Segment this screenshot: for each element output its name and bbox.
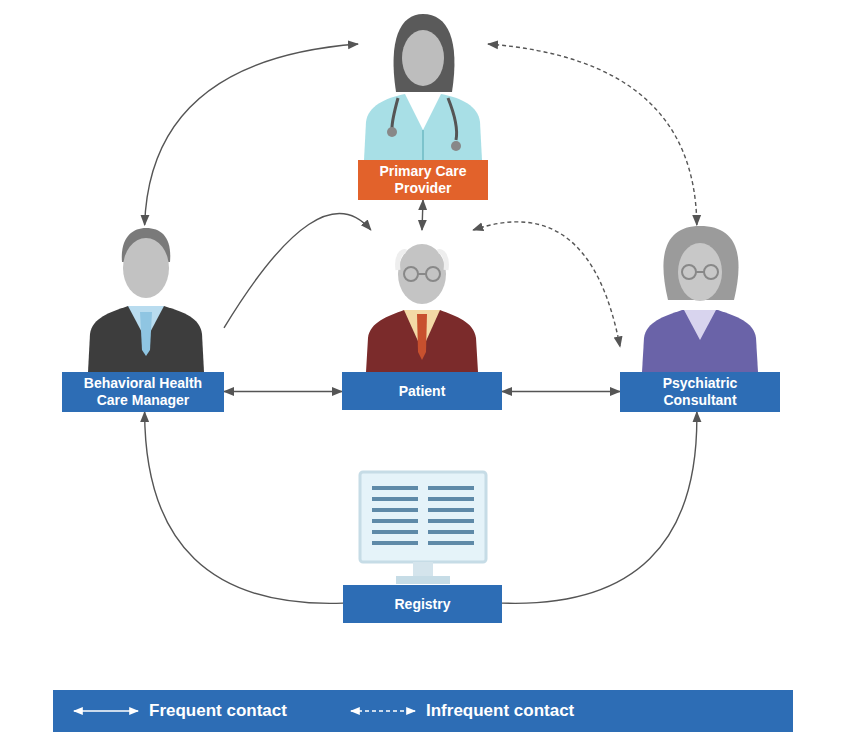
provider-node: Primary Care Provider — [358, 0, 488, 200]
node-label: Behavioral Health Care Manager — [62, 372, 224, 412]
patient-figure — [366, 244, 478, 372]
node-label: Primary Care Provider — [358, 160, 488, 200]
legend-bar: Frequent contact Infrequent contact — [53, 690, 793, 732]
node-label: Psychiatric Consultant — [620, 372, 780, 412]
doctor-figure — [364, 14, 482, 160]
frequent-contact-arrow — [502, 412, 697, 603]
care-manager-node: Behavioral Health Care Manager — [62, 225, 224, 412]
infrequent-contact-arrow — [488, 44, 697, 225]
patient-node: Patient — [342, 230, 502, 410]
frequent-contact-arrow — [502, 391, 620, 392]
frequent-contact-arrow — [422, 200, 423, 230]
frequent-contact-arrow — [145, 44, 358, 225]
node-label: Registry — [343, 585, 502, 623]
consultant-figure — [642, 226, 758, 372]
consultant-node: Psychiatric Consultant — [620, 225, 780, 412]
infrequent-contact-arrow — [473, 222, 620, 347]
legend-item: Frequent contact — [71, 690, 287, 732]
legend-text: Frequent contact — [149, 701, 287, 721]
legend-sample — [71, 705, 141, 717]
frequent-contact-arrow — [145, 412, 343, 603]
frequent-contact-arrow — [224, 213, 371, 327]
node-label: Patient — [342, 372, 502, 410]
legend-item: Infrequent contact — [348, 690, 574, 732]
legend-text: Infrequent contact — [426, 701, 574, 721]
manager-figure — [88, 228, 204, 372]
monitor-figure — [360, 472, 486, 584]
registry-node: Registry — [343, 470, 502, 623]
frequent-contact-arrow — [224, 391, 342, 392]
legend-sample — [348, 705, 418, 717]
